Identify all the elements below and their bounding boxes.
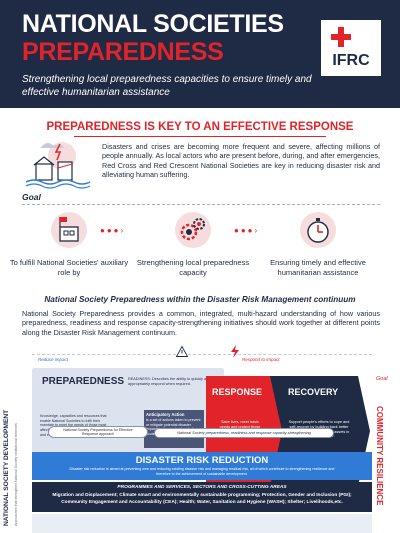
drr-text: Disaster risk reduction is aimed at prev… bbox=[69, 467, 335, 476]
red-cross-icon bbox=[331, 27, 351, 47]
title-line2: PREPAREDNESS bbox=[22, 38, 224, 66]
impact-axis: Reduce impact Respond to impact bbox=[32, 344, 372, 364]
ns-development-bar: NATIONAL SOCIETY DEVELOPMENT Approaches … bbox=[0, 366, 26, 533]
response-title: RESPONSE bbox=[212, 387, 263, 397]
warning-icon bbox=[176, 346, 188, 357]
community-resilience-label: COMMUNITY RESILIENCE bbox=[375, 406, 384, 506]
subtitle: Strengthening local preparedness capacit… bbox=[22, 74, 312, 98]
logo-text: IFRC bbox=[332, 52, 370, 69]
dm-title: National Society Preparedness within the… bbox=[44, 295, 356, 304]
gears-icon bbox=[175, 212, 211, 248]
axis-line bbox=[32, 354, 372, 355]
goal-arrow-2: ●●●› bbox=[234, 226, 260, 235]
programmes-title: PROGRAMMES AND SERVICES, SECTORS AND CRO… bbox=[117, 485, 287, 490]
header-banner: NATIONAL SOCIETIES PREPAREDNESS Strength… bbox=[0, 0, 400, 108]
programmes-line1: Migration and Displacement; Climate smar… bbox=[52, 493, 352, 498]
lightning-icon bbox=[231, 345, 239, 358]
programmes-band: PROGRAMMES AND SERVICES, SECTORS AND CRO… bbox=[32, 482, 372, 512]
goal-text-3: Ensuring timely and effective humanitari… bbox=[270, 258, 366, 277]
intro-paragraph: Disasters and crises are becoming more f… bbox=[102, 142, 380, 180]
disaster-illustration-icon bbox=[25, 142, 91, 189]
readiness-text: READINESS: Describes the ability to quic… bbox=[128, 377, 211, 386]
section-title: PREPAREDNESS IS KEY TO AN EFFECTIVE RESP… bbox=[46, 121, 354, 133]
goal-label: Goal bbox=[22, 192, 41, 202]
ifrc-logo: IFRC bbox=[321, 20, 381, 76]
capacity-strengthening-pill: National Society preparedness, readiness… bbox=[154, 428, 334, 438]
dm-paragraph: National Society Preparedness provides a… bbox=[22, 309, 380, 337]
goal-divider bbox=[22, 204, 380, 205]
goal-text-1: To fulfill National Societies' auxiliary… bbox=[9, 258, 129, 277]
drr-band: DISASTER RISK REDUCTION Disaster risk re… bbox=[32, 452, 372, 480]
community-resilience-bar: COMMUNITY RESILIENCE bbox=[374, 366, 400, 533]
goal-arrow-1: ●●●› bbox=[100, 226, 126, 235]
goal-right-label: Goal bbox=[376, 376, 388, 382]
programmes-line2: Community Engagement and Accountability … bbox=[61, 500, 343, 505]
goal-text-2: Strengthening local preparedness capacit… bbox=[136, 258, 250, 277]
ns-development-label: NATIONAL SOCIETY DEVELOPMENT bbox=[3, 409, 10, 526]
anticipatory-title: Anticipatory Action bbox=[146, 412, 185, 417]
respond-impact-label: Respond to impact bbox=[242, 357, 280, 362]
building-flag-icon bbox=[51, 212, 87, 248]
preparedness-title: PREPAREDNESS bbox=[42, 376, 125, 387]
bottom-strip bbox=[32, 514, 372, 533]
section-underline bbox=[74, 136, 326, 137]
reduce-impact-label: Reduce impact bbox=[38, 357, 69, 362]
ns-preparedness-pill: National Society Preparedness for Effect… bbox=[48, 426, 148, 438]
drm-continuum-diagram: Reduce impact Respond to impact NATIONAL… bbox=[0, 342, 400, 533]
ns-development-note: Approaches that strengthen National Soci… bbox=[14, 423, 18, 526]
recovery-title: RECOVERY bbox=[288, 387, 339, 397]
drr-title: DISASTER RISK REDUCTION bbox=[135, 455, 269, 466]
stopwatch-icon bbox=[300, 212, 336, 248]
title-line1: NATIONAL SOCIETIES bbox=[22, 10, 284, 38]
red-crescent-icon bbox=[356, 28, 365, 46]
